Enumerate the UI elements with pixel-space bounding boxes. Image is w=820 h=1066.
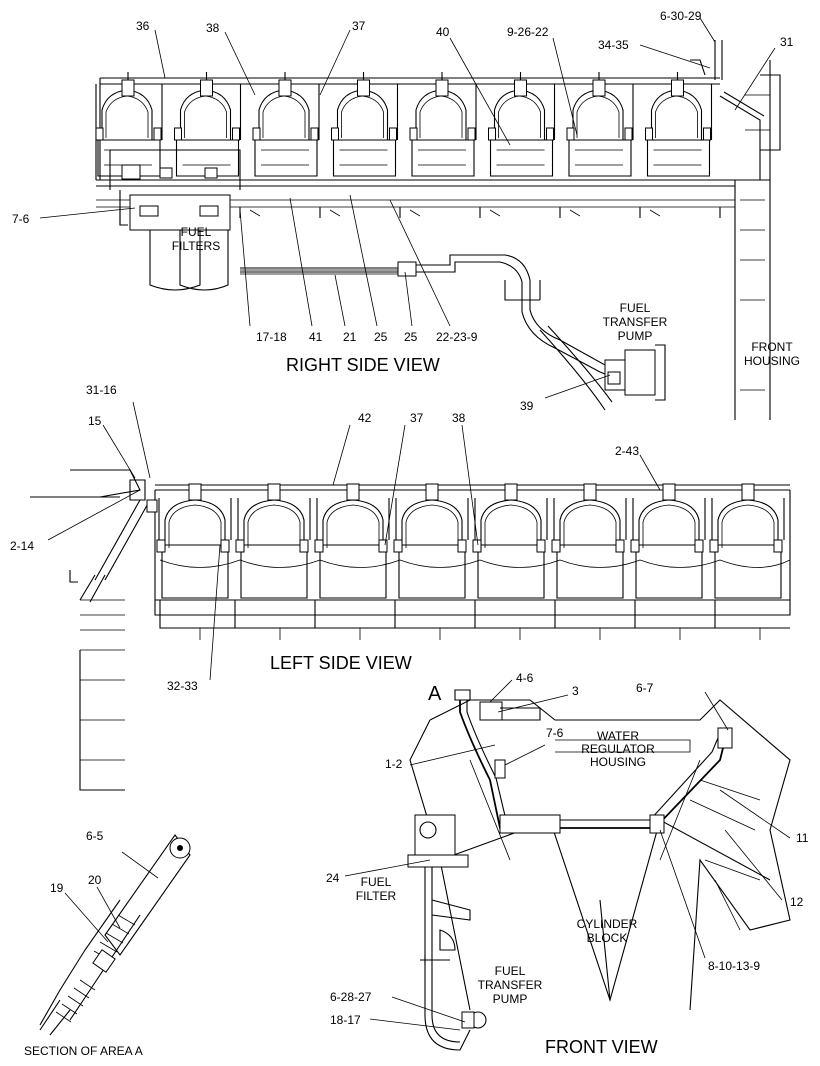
left-cylinder-head bbox=[709, 483, 785, 599]
front-view bbox=[39, 689, 791, 1051]
callout-4-6: 4-6 bbox=[516, 671, 534, 685]
right-side-view-title: RIGHT SIDE VIEW bbox=[286, 355, 440, 375]
fuel-filter-front bbox=[407, 814, 487, 1051]
callout-12: 12 bbox=[790, 895, 804, 909]
fuel-transfer-pump-label-line3: PUMP bbox=[618, 329, 653, 343]
callout-2-43: 2-43 bbox=[615, 444, 639, 458]
front-housing bbox=[734, 60, 781, 420]
front-housing-label-line1: FRONT bbox=[751, 340, 793, 354]
callout-9-26-22: 9-26-22 bbox=[507, 25, 549, 39]
left-cylinder-head bbox=[551, 483, 627, 599]
leader-lines bbox=[39, 17, 791, 1031]
view-titles: RIGHT SIDE VIEW LEFT SIDE VIEW FRONT VIE… bbox=[24, 355, 658, 1058]
right-cylinder-head bbox=[252, 72, 320, 177]
callout-25: 25 bbox=[374, 330, 388, 344]
callout-41: 41 bbox=[309, 330, 323, 344]
right-cylinder-heads bbox=[95, 72, 713, 177]
callout-2-14: 2-14 bbox=[10, 539, 34, 553]
callout-11: 11 bbox=[796, 831, 809, 845]
right-side-view bbox=[95, 40, 781, 420]
front-fuel-lines bbox=[454, 689, 733, 834]
left-side-view bbox=[30, 469, 791, 791]
component-labels: FUEL FILTERS FUEL TRANSFER PUMP FRONT HO… bbox=[172, 225, 800, 1006]
callout-15: 15 bbox=[88, 414, 102, 428]
left-cylinder-head bbox=[393, 483, 469, 599]
fuel-transfer-pump-label-line1: FUEL bbox=[620, 301, 651, 315]
callout-18-17: 18-17 bbox=[330, 1013, 361, 1027]
callout-6-5: 6-5 bbox=[86, 829, 104, 843]
right-cylinder-head bbox=[409, 72, 477, 177]
left-cylinder-head bbox=[314, 483, 390, 599]
front-housing-label-line2: HOUSING bbox=[744, 354, 800, 368]
callout-38-left: 38 bbox=[452, 411, 466, 425]
fuel-filters bbox=[109, 149, 400, 291]
callout-17-18: 17-18 bbox=[256, 330, 287, 344]
left-cylinder-head bbox=[472, 483, 548, 599]
fuel-filter-front-label-line1: FUEL bbox=[361, 875, 392, 889]
left-cylinder-head bbox=[630, 483, 706, 599]
callout-31: 31 bbox=[780, 35, 794, 49]
callout-3: 3 bbox=[572, 684, 579, 698]
water-regulator-label-line2: REGULATOR bbox=[581, 742, 655, 756]
callout-8-10-13-9: 8-10-13-9 bbox=[708, 959, 760, 973]
callout-31-16: 31-16 bbox=[86, 383, 117, 397]
water-regulator-label-line3: HOUSING bbox=[590, 755, 646, 769]
left-cylinder-heads bbox=[156, 483, 785, 599]
right-cylinder-head bbox=[488, 72, 556, 177]
fuel-transfer-pump-front-label-line1: FUEL bbox=[495, 964, 526, 978]
callout-21: 21 bbox=[343, 330, 357, 344]
right-cylinder-head bbox=[645, 72, 713, 177]
left-cylinder-head bbox=[235, 483, 311, 599]
callout-20: 20 bbox=[88, 873, 102, 887]
front-view-title: FRONT VIEW bbox=[545, 1037, 658, 1057]
callout-39: 39 bbox=[520, 399, 534, 413]
section-area-a-title: SECTION OF AREA A bbox=[24, 1044, 143, 1058]
callout-42: 42 bbox=[358, 411, 372, 425]
fuel-filter-front-label-line2: FILTER bbox=[356, 889, 397, 903]
callout-37: 37 bbox=[352, 19, 366, 33]
fuel-transfer-pump-front-label-line2: TRANSFER bbox=[478, 978, 543, 992]
fuel-transfer-pump-right bbox=[240, 254, 666, 411]
callout-25-second: 25 bbox=[404, 330, 418, 344]
callout-36: 36 bbox=[136, 19, 150, 33]
callout-6-28-27: 6-28-27 bbox=[330, 990, 372, 1004]
callout-7-6-front: 7-6 bbox=[546, 726, 564, 740]
fuel-filters-label-line2: FILTERS bbox=[172, 239, 220, 253]
fuel-transfer-pump-label-line2: TRANSFER bbox=[603, 315, 668, 329]
cylinder-block-label-line2: BLOCK bbox=[587, 931, 628, 945]
left-cylinder-head bbox=[156, 483, 232, 599]
callout-6-7: 6-7 bbox=[636, 681, 654, 695]
callout-24: 24 bbox=[326, 871, 340, 885]
callout-38: 38 bbox=[206, 21, 220, 35]
callout-1-2: 1-2 bbox=[385, 757, 403, 771]
callout-37-left: 37 bbox=[410, 411, 424, 425]
callout-19: 19 bbox=[50, 881, 64, 895]
right-cylinder-head bbox=[331, 72, 399, 177]
callout-34-35: 34-35 bbox=[598, 38, 629, 52]
left-manifold-entry bbox=[30, 469, 158, 791]
fuel-filters-label-line1: FUEL bbox=[181, 225, 212, 239]
callout-7-6: 7-6 bbox=[12, 212, 30, 226]
area-a-marker: A bbox=[428, 683, 442, 705]
cylinder-block-label-line1: CYLINDER bbox=[577, 917, 638, 931]
section-of-area-a bbox=[39, 834, 191, 1036]
callout-6-30-29: 6-30-29 bbox=[660, 9, 702, 23]
callout-22-23-9: 22-23-9 bbox=[436, 330, 478, 344]
callout-32-33: 32-33 bbox=[167, 679, 198, 693]
right-cylinder-head bbox=[174, 72, 242, 177]
left-side-engine-block bbox=[154, 484, 791, 640]
left-side-view-title: LEFT SIDE VIEW bbox=[270, 653, 412, 673]
callouts: 36 38 37 40 9-26-22 6-30-29 34-35 31 7-6… bbox=[10, 9, 809, 1027]
right-cylinder-head bbox=[566, 72, 634, 177]
callout-40: 40 bbox=[436, 25, 450, 39]
fuel-transfer-pump-front-label-line3: PUMP bbox=[493, 992, 528, 1006]
right-cylinder-head bbox=[95, 72, 163, 177]
water-regulator-label-line1: WATER bbox=[597, 729, 639, 743]
